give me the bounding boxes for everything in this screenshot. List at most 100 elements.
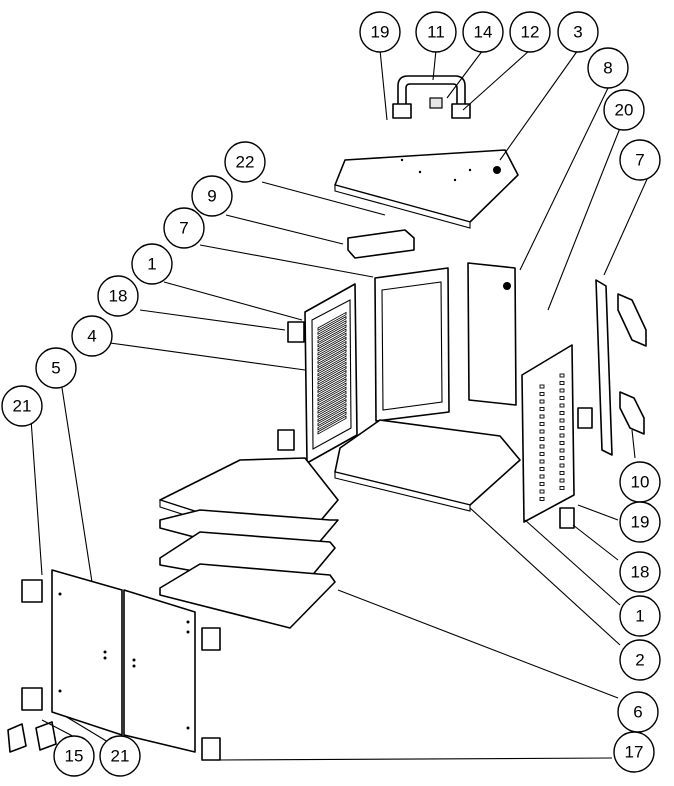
callout-number: 19 xyxy=(371,23,390,42)
right-door xyxy=(123,589,196,753)
callout-circle xyxy=(619,595,661,637)
callout-c14: 14 xyxy=(462,11,504,53)
panel-slot xyxy=(317,328,347,348)
right-cushion-upper xyxy=(617,293,647,347)
callout-number: 2 xyxy=(635,651,644,670)
callout-circle xyxy=(224,141,266,183)
panel-slot xyxy=(559,433,565,438)
callout-number: 5 xyxy=(51,359,60,378)
callout-circle xyxy=(1,385,43,427)
panel-slot xyxy=(559,411,565,415)
callout-c7-right: 7 xyxy=(619,139,661,181)
callout-c4: 4 xyxy=(71,315,113,357)
latch-left xyxy=(7,723,27,753)
far-right-panel xyxy=(595,279,613,456)
panel-slot xyxy=(539,399,545,404)
callout-circle xyxy=(191,175,233,217)
panel-slot xyxy=(317,415,347,435)
panel-slot xyxy=(317,411,347,431)
center-right-back-panel xyxy=(467,262,517,406)
panel-slot xyxy=(317,369,347,389)
callout-circle xyxy=(619,501,661,543)
panel-slot xyxy=(317,365,347,385)
callout-circle xyxy=(509,11,551,53)
right-cushion-lower xyxy=(619,391,645,435)
handle-cushion xyxy=(347,229,415,259)
left-door xyxy=(51,569,123,736)
callout-number: 14 xyxy=(474,23,493,42)
panel-slot xyxy=(539,444,545,449)
callout-number: 8 xyxy=(603,59,612,78)
callout-c1-right: 1 xyxy=(619,595,661,637)
panel-slot xyxy=(317,340,347,360)
panel-slot xyxy=(559,448,565,453)
panel-slot xyxy=(559,396,565,400)
callout-circle xyxy=(359,11,401,53)
panel-slot xyxy=(559,441,565,445)
panel-slot xyxy=(317,336,347,356)
panel-slot xyxy=(539,437,545,441)
panel-slot xyxy=(559,426,565,430)
callout-circle xyxy=(619,551,661,593)
panel-slot xyxy=(317,390,347,410)
left-panel-slots xyxy=(317,311,347,435)
callout-number: 3 xyxy=(573,23,582,42)
panel-slot xyxy=(539,414,545,419)
center-left-back-panel xyxy=(374,267,450,422)
callout-c19-top: 19 xyxy=(359,11,401,53)
callout-circle xyxy=(71,315,113,357)
panel-slot xyxy=(559,403,565,408)
callout-number: 21 xyxy=(13,397,32,416)
panel-slot xyxy=(317,398,347,419)
panel-slot xyxy=(539,392,545,396)
callout-number: 18 xyxy=(631,563,650,582)
hinge-left-panel-lower xyxy=(277,429,295,451)
callout-circle xyxy=(131,243,173,285)
panel-slot xyxy=(559,471,565,475)
panel-slot xyxy=(539,459,545,464)
callout-c1-left: 1 xyxy=(131,243,173,285)
left-side-panel xyxy=(304,283,358,464)
panel-slot xyxy=(559,456,565,460)
callout-c22: 22 xyxy=(224,141,266,183)
panel-slot xyxy=(559,463,565,468)
panel-slot xyxy=(539,474,545,479)
panel-slot xyxy=(317,320,347,340)
callout-circle xyxy=(53,735,95,777)
panel-slot xyxy=(539,407,545,411)
callout-circle xyxy=(619,639,661,681)
hinge-door-top-left xyxy=(21,579,43,603)
panel-slot xyxy=(539,452,545,456)
panel-slot xyxy=(317,382,347,402)
callout-number: 1 xyxy=(635,607,644,626)
panel-slot xyxy=(539,429,545,434)
right-side-panel xyxy=(521,344,575,523)
callout-number: 1 xyxy=(147,255,156,274)
callout-number: 10 xyxy=(631,473,650,492)
panel-slot xyxy=(539,482,545,486)
callout-number: 20 xyxy=(615,101,634,120)
callout-number: 6 xyxy=(633,703,642,722)
panel-slot xyxy=(317,315,347,336)
callout-circle xyxy=(163,207,205,249)
callout-c20: 20 xyxy=(603,89,645,131)
panel-slot xyxy=(559,373,565,378)
panel-slot xyxy=(559,486,565,490)
callout-c18-left: 18 xyxy=(97,275,139,317)
panel-slot xyxy=(317,386,347,406)
callout-c3: 3 xyxy=(557,11,599,53)
panel-slot xyxy=(539,422,545,426)
callout-number: 15 xyxy=(65,747,84,766)
callout-c12: 12 xyxy=(509,11,551,53)
callout-number: 21 xyxy=(111,747,130,766)
top-panel xyxy=(334,149,519,229)
callout-c6: 6 xyxy=(617,691,659,733)
panel-slot xyxy=(559,381,565,385)
panel-slot xyxy=(317,357,347,377)
callout-number: 12 xyxy=(521,23,540,42)
callout-c11: 11 xyxy=(415,11,457,53)
callout-c8: 8 xyxy=(587,47,629,89)
callout-c5: 5 xyxy=(35,347,77,389)
